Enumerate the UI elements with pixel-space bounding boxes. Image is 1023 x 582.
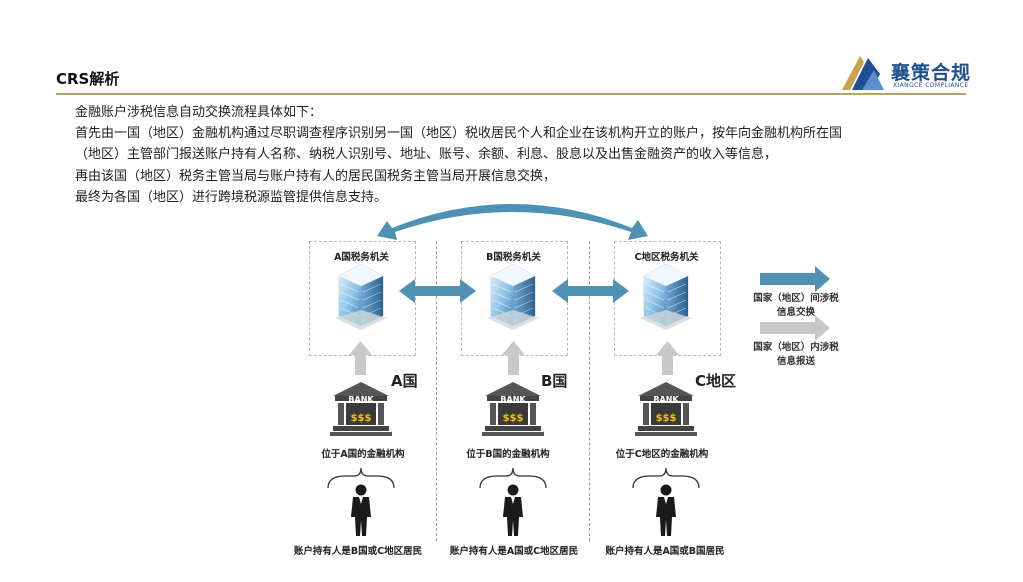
holder-label-b: 账户持有人是A国或C地区居民 [449, 546, 579, 557]
bank-icon [482, 382, 544, 436]
bank-sign-label: BANK [653, 395, 679, 404]
legend-exchange-label: 国家（地区）间涉税信息交换 [753, 293, 839, 318]
holder-label-a: 账户持有人是B国或C地区居民 [293, 546, 423, 557]
legend-report-label: 国家（地区）内涉税信息报送 [753, 342, 839, 367]
report-arrow-b [502, 341, 525, 375]
tax-authority-building-icon [334, 263, 388, 331]
report-arrow-c [656, 341, 679, 375]
account-holder-icon [351, 484, 371, 536]
exchange-arc-arrow [377, 204, 648, 240]
tax-authority-building-icon [639, 263, 693, 331]
region-label-c: C地区 [695, 372, 737, 390]
bank-sign-label: BANK [500, 395, 526, 404]
institution-label-c: 位于C地区的金融机构 [615, 449, 709, 460]
legend-exchange-arrow-icon [760, 266, 830, 292]
region-label-b: B国 [541, 372, 568, 390]
institution-label-a: 位于A国的金融机构 [321, 449, 405, 460]
logo-text: 襄策合规 [891, 62, 972, 84]
logo-mark-icon [842, 56, 884, 90]
intro-line: 最终为各国（地区）进行跨境税源监管提供信息支持。 [75, 190, 388, 205]
intro-line: （地区）主管部门报送账户持有人名称、纳税人识别号、地址、账号、余额、利息、股息以… [75, 147, 778, 162]
bank-money-label: $$$ [351, 413, 372, 424]
intro-line: 金融账户涉税信息自动交换流程具体如下： [75, 105, 323, 120]
bank-icon [330, 382, 392, 436]
slide-title: CRS解析 [56, 70, 120, 88]
authority-label-b: B国税务机关 [486, 252, 541, 263]
region-label-a: A国 [391, 372, 418, 390]
report-arrow-a [349, 341, 372, 375]
legend-report-arrow-icon [760, 315, 830, 341]
intro-line: 首先由一国（地区）金融机构通过尽职调查程序识别另一国（地区）税收居民个人和企业在… [75, 126, 843, 141]
authority-label-c: C地区税务机关 [634, 252, 699, 263]
account-holder-icon [656, 484, 676, 536]
bank-icon [635, 382, 697, 436]
institution-label-b: 位于B国的金融机构 [466, 449, 550, 460]
intro-line: 再由该国（地区）税务主管当局与账户持有人的居民国税务主管当局开展信息交换， [75, 169, 557, 184]
logo-subtext: XIANGCE COMPLIANCE [893, 82, 969, 89]
bank-money-label: $$$ [656, 413, 677, 424]
tax-authority-building-icon [486, 263, 540, 331]
title-rule [56, 93, 966, 95]
exchange-arrow-ab [399, 279, 476, 303]
bank-money-label: $$$ [503, 413, 524, 424]
exchange-arrow-bc [552, 279, 629, 303]
column-divider [436, 241, 437, 541]
account-holder-icon [503, 484, 523, 536]
company-logo [840, 52, 970, 92]
holder-label-c: 账户持有人是A国或B国居民 [605, 546, 725, 557]
bank-sign-label: BANK [348, 395, 374, 404]
authority-label-a: A国税务机关 [334, 252, 389, 263]
column-divider [589, 241, 590, 541]
brace-icon [327, 467, 700, 489]
